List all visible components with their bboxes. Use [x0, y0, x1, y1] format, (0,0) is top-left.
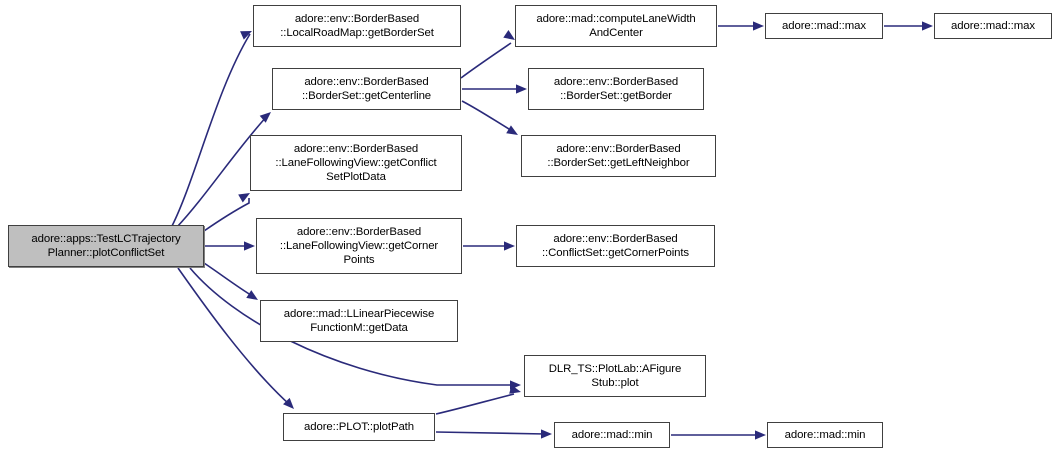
- graph-node-computeLaneWidthAndCenter[interactable]: adore::mad::computeLaneWidth AndCenter: [515, 5, 717, 47]
- graph-node-getCornerPointsLFV[interactable]: adore::env::BorderBased ::LaneFollowingV…: [256, 218, 462, 274]
- graph-node-minB[interactable]: adore::mad::min: [767, 422, 883, 448]
- graph-node-label: adore::env::BorderBased ::BorderSet::get…: [301, 76, 432, 102]
- graph-node-getLeftNeighbor[interactable]: adore::env::BorderBased ::BorderSet::get…: [521, 135, 716, 177]
- graph-node-label: adore::env::BorderBased ::LaneFollowingV…: [279, 226, 439, 266]
- edge-plotConflictSet-getBorderSet: [171, 31, 252, 227]
- graph-node-label: adore::mad::min: [784, 429, 866, 441]
- edge-computeLaneWidth-maxA: [718, 21, 764, 31]
- graph-node-plotPath[interactable]: adore::PLOT::plotPath: [283, 413, 435, 441]
- graph-node-getCornerPointsCS[interactable]: adore::env::BorderBased ::ConflictSet::g…: [516, 225, 715, 267]
- edge-plotConflictSet-getData: [203, 262, 258, 300]
- graph-node-label: adore::env::BorderBased ::ConflictSet::g…: [541, 233, 690, 259]
- graph-node-getConflictSetPlotData[interactable]: adore::env::BorderBased ::LaneFollowingV…: [250, 135, 462, 191]
- graph-node-plotConflictSet[interactable]: adore::apps::TestLCTrajectory Planner::p…: [8, 225, 204, 267]
- edge-plotPath-minA: [435, 429, 552, 439]
- graph-node-label: adore::mad::LLinearPiecewise FunctionM::…: [283, 308, 435, 334]
- graph-node-label: adore::PLOT::plotPath: [304, 421, 414, 433]
- graph-node-label: adore::mad::max: [951, 20, 1035, 32]
- graph-node-aFigureStubPlot[interactable]: DLR_TS::PlotLab::AFigure Stub::plot: [524, 355, 706, 397]
- graph-node-label: adore::env::BorderBased ::LocalRoadMap::…: [280, 13, 434, 39]
- graph-node-label: adore::env::BorderBased ::BorderSet::get…: [547, 143, 690, 169]
- edge-plotConflictSet-getConflictSetPlotData: [203, 193, 250, 232]
- edge-plotConflictSet-getCornerPointsLFV: [205, 241, 255, 251]
- edge-getCornerPointsLFV-getCornerPointsCS: [463, 241, 515, 251]
- edge-plotPath-aFigureStubPlot: [435, 384, 521, 415]
- graph-node-getBorderSet[interactable]: adore::env::BorderBased ::LocalRoadMap::…: [253, 5, 461, 47]
- graph-node-minA[interactable]: adore::mad::min: [554, 422, 670, 448]
- graph-node-label: DLR_TS::PlotLab::AFigure Stub::plot: [548, 363, 682, 389]
- graph-node-label: adore::apps::TestLCTrajectory Planner::p…: [31, 233, 181, 259]
- graph-node-getCenterline[interactable]: adore::env::BorderBased ::BorderSet::get…: [272, 68, 461, 110]
- edge-getCenterline-getLeftNeighbor: [461, 100, 518, 135]
- graph-node-getBorder[interactable]: adore::env::BorderBased ::BorderSet::get…: [528, 68, 704, 110]
- edge-minA-minB: [671, 430, 766, 440]
- edge-getCenterline-computeLaneWidth: [460, 30, 515, 79]
- edge-maxA-maxB: [884, 21, 933, 31]
- graph-node-label: adore::mad::computeLaneWidth AndCenter: [536, 13, 696, 39]
- graph-node-label: adore::env::BorderBased ::LaneFollowingV…: [275, 143, 437, 183]
- edge-getCenterline-getBorder: [462, 84, 527, 94]
- graph-node-maxB[interactable]: adore::mad::max: [934, 13, 1052, 39]
- graph-node-getData[interactable]: adore::mad::LLinearPiecewise FunctionM::…: [260, 300, 458, 342]
- graph-node-label: adore::mad::max: [782, 20, 866, 32]
- graph-node-label: adore::env::BorderBased ::BorderSet::get…: [553, 76, 679, 102]
- graph-node-label: adore::mad::min: [571, 429, 653, 441]
- graph-node-maxA[interactable]: adore::mad::max: [765, 13, 883, 39]
